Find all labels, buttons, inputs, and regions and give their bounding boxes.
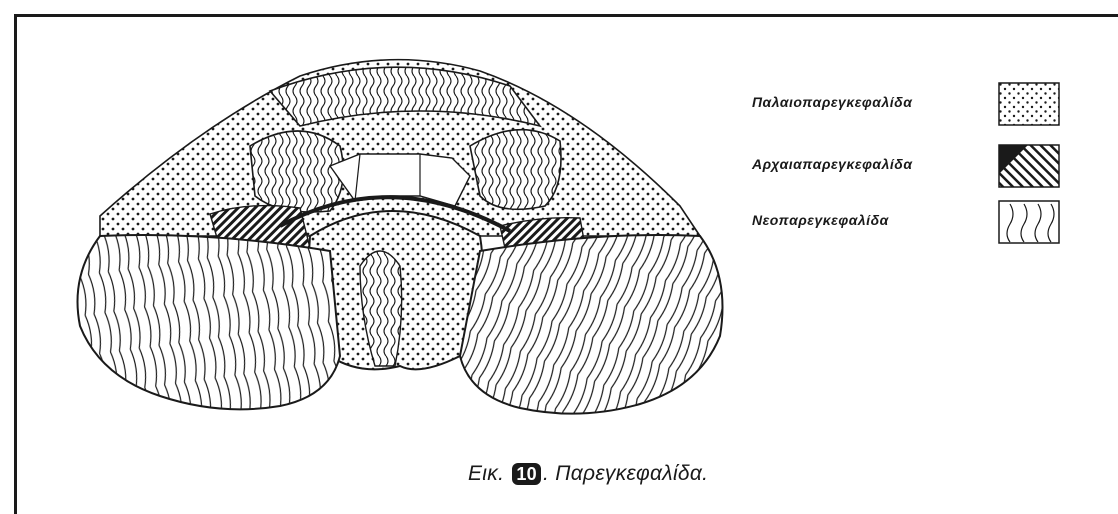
- dotted-pattern-swatch-icon: [998, 82, 1060, 126]
- neocerebellum-right-inner-lobe: [470, 130, 561, 210]
- legend-label-neocerebellum: Νεοπαρεγκεφαλίδα: [752, 212, 889, 228]
- figure-caption: Εικ. 10. Παρεγκεφαλίδα.: [468, 462, 708, 486]
- caption-figure-number: 10: [512, 463, 541, 485]
- wavy-pattern-swatch-icon: [998, 200, 1060, 244]
- right-hemisphere: [460, 235, 723, 414]
- neocerebellum-left-inner-lobe: [250, 131, 343, 212]
- legend-label-paleocerebellum: Παλαιοπαρεγκεφαλίδα: [752, 94, 912, 110]
- cerebellum-illustration: [60, 36, 740, 436]
- caption-text: . Παρεγκεφαλίδα.: [543, 462, 708, 485]
- caption-prefix: Εικ.: [468, 462, 504, 485]
- left-hemisphere: [78, 235, 341, 409]
- hatched-pattern-swatch-icon: [998, 144, 1060, 188]
- legend-label-archicerebellum: Αρχαιαπαρεγκεφαλίδα: [752, 156, 913, 172]
